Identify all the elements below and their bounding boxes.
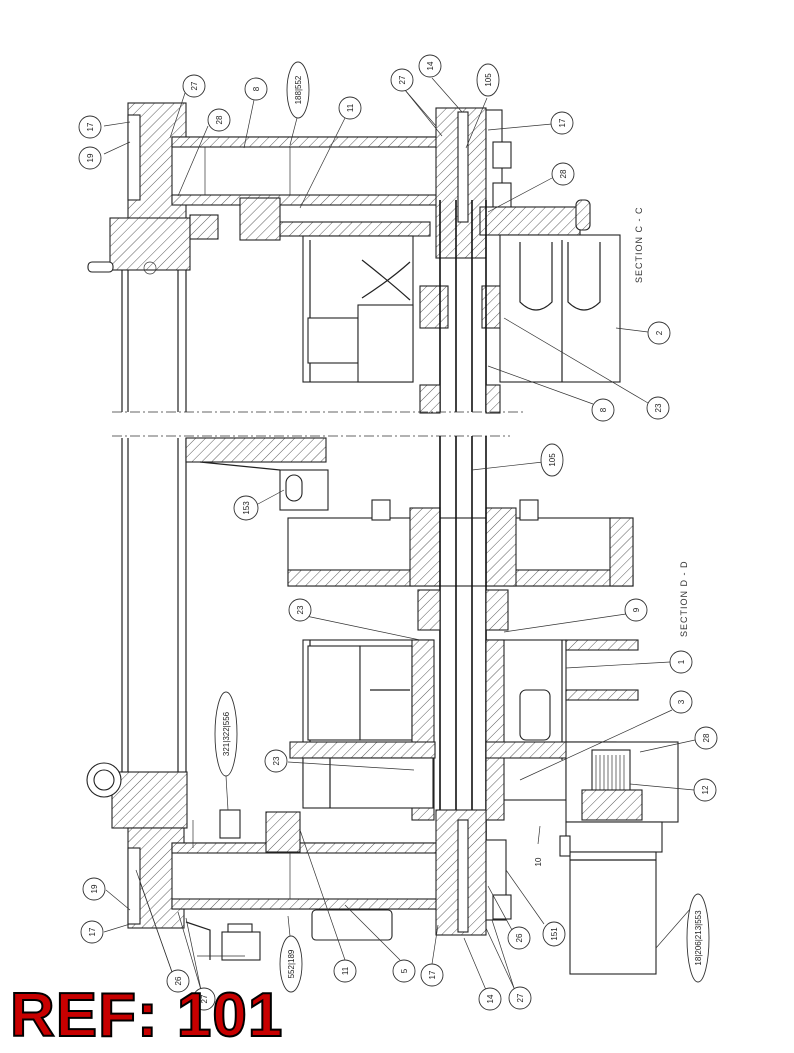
svg-text:552|189: 552|189 <box>287 949 296 978</box>
callout-321-322-556: 321|322|556 <box>214 691 238 811</box>
svg-text:2: 2 <box>655 330 664 335</box>
svg-text:1: 1 <box>677 659 686 664</box>
callout-17-bottom-left: 17 <box>80 920 131 944</box>
callout-10: 10 <box>534 825 543 866</box>
svg-text:8: 8 <box>599 407 608 412</box>
svg-text:14: 14 <box>486 994 495 1003</box>
svg-text:188|552: 188|552 <box>294 75 303 104</box>
gear-teeth <box>595 755 625 790</box>
svg-text:26: 26 <box>515 933 524 942</box>
svg-text:23: 23 <box>654 403 663 412</box>
callout-14-top: 14 <box>418 54 463 113</box>
section-label-d-d: SECTION D - D <box>679 560 689 637</box>
callout-17-top-left: 17 <box>78 115 131 139</box>
callout-27-top-right: 27 <box>390 68 443 137</box>
svg-text:28: 28 <box>559 169 568 178</box>
callout-2: 2 <box>615 321 671 345</box>
svg-text:17: 17 <box>558 118 567 127</box>
callout-19-bottom-left: 19 <box>82 877 131 911</box>
callout-balloons: 17 19 27 28 8 188|552 <box>78 54 718 1011</box>
svg-text:105: 105 <box>548 453 557 467</box>
svg-text:23: 23 <box>272 756 281 765</box>
callout-14-bottom: 14 <box>463 937 502 1011</box>
svg-text:8: 8 <box>252 86 261 91</box>
callout-18-206-213-553: 18|206|213|553 <box>655 893 710 983</box>
callout-12: 12 <box>629 778 717 802</box>
callout-27-bottom-right: 27 <box>485 919 532 1010</box>
callout-151: 151 <box>505 869 566 947</box>
section-d-d-drawing <box>86 435 679 975</box>
svg-text:3: 3 <box>677 699 686 704</box>
callout-153: 153 <box>233 489 285 521</box>
callout-552-189: 552|189 <box>279 915 303 993</box>
callout-19-top-left: 19 <box>78 141 131 170</box>
callout-26-bottom-left: 26 <box>135 869 190 993</box>
callout-5: 5 <box>344 904 416 983</box>
svg-text:26: 26 <box>174 976 183 985</box>
svg-text:28: 28 <box>215 115 224 124</box>
callout-23-lower-a: 23 <box>288 598 421 641</box>
svg-text:11: 11 <box>341 966 350 975</box>
callout-17-top-right: 17 <box>487 111 574 135</box>
svg-text:151: 151 <box>550 927 559 941</box>
callout-23-lower-b: 23 <box>264 749 415 773</box>
svg-text:105: 105 <box>484 73 493 87</box>
svg-text:18|206|213|553: 18|206|213|553 <box>694 910 703 966</box>
callout-28-lower: 28 <box>639 726 718 753</box>
callout-17-bottom: 17 <box>420 924 444 987</box>
callout-188-552-top: 188|552 <box>286 61 310 146</box>
section-label-c-c: SECTION C - C <box>634 206 644 283</box>
callout-27-bottom-left: 27 <box>177 911 216 1011</box>
reference-label: REF: 101 <box>9 981 284 1050</box>
callout-8-top: 8 <box>243 77 268 149</box>
callout-27-top: 27 <box>169 74 206 139</box>
callout-8-upper: 8 <box>487 365 615 422</box>
svg-text:28: 28 <box>702 733 711 742</box>
svg-text:321|322|556: 321|322|556 <box>222 711 231 756</box>
svg-text:17: 17 <box>428 970 437 979</box>
callout-11-top: 11 <box>299 96 362 209</box>
callout-11-bottom: 11 <box>299 829 357 983</box>
svg-text:19: 19 <box>90 884 99 893</box>
svg-text:17: 17 <box>86 122 95 131</box>
svg-text:27: 27 <box>190 81 199 90</box>
callout-105-lower: 105 <box>471 443 564 477</box>
svg-text:14: 14 <box>426 61 435 70</box>
callout-28-top-right: 28 <box>487 162 575 213</box>
svg-text:19: 19 <box>86 153 95 162</box>
svg-text:27: 27 <box>516 993 525 1002</box>
svg-text:17: 17 <box>88 927 97 936</box>
svg-text:27: 27 <box>200 994 209 1003</box>
svg-text:12: 12 <box>701 785 710 794</box>
callout-23-upper: 23 <box>503 317 670 420</box>
section-c-c-drawing <box>87 102 621 414</box>
callout-28-top: 28 <box>177 108 231 197</box>
svg-text:11: 11 <box>346 103 355 112</box>
svg-text:153: 153 <box>242 501 251 515</box>
svg-text:27: 27 <box>398 75 407 84</box>
svg-text:23: 23 <box>296 605 305 614</box>
callout-9: 9 <box>503 598 648 633</box>
callout-105-top: 105 <box>465 63 500 149</box>
callout-3: 3 <box>519 690 693 781</box>
svg-text:10: 10 <box>534 857 543 866</box>
callout-1: 1 <box>565 650 693 674</box>
svg-text:5: 5 <box>400 968 409 973</box>
svg-text:9: 9 <box>632 607 641 612</box>
callout-26-bottom-right: 26 <box>487 885 531 950</box>
